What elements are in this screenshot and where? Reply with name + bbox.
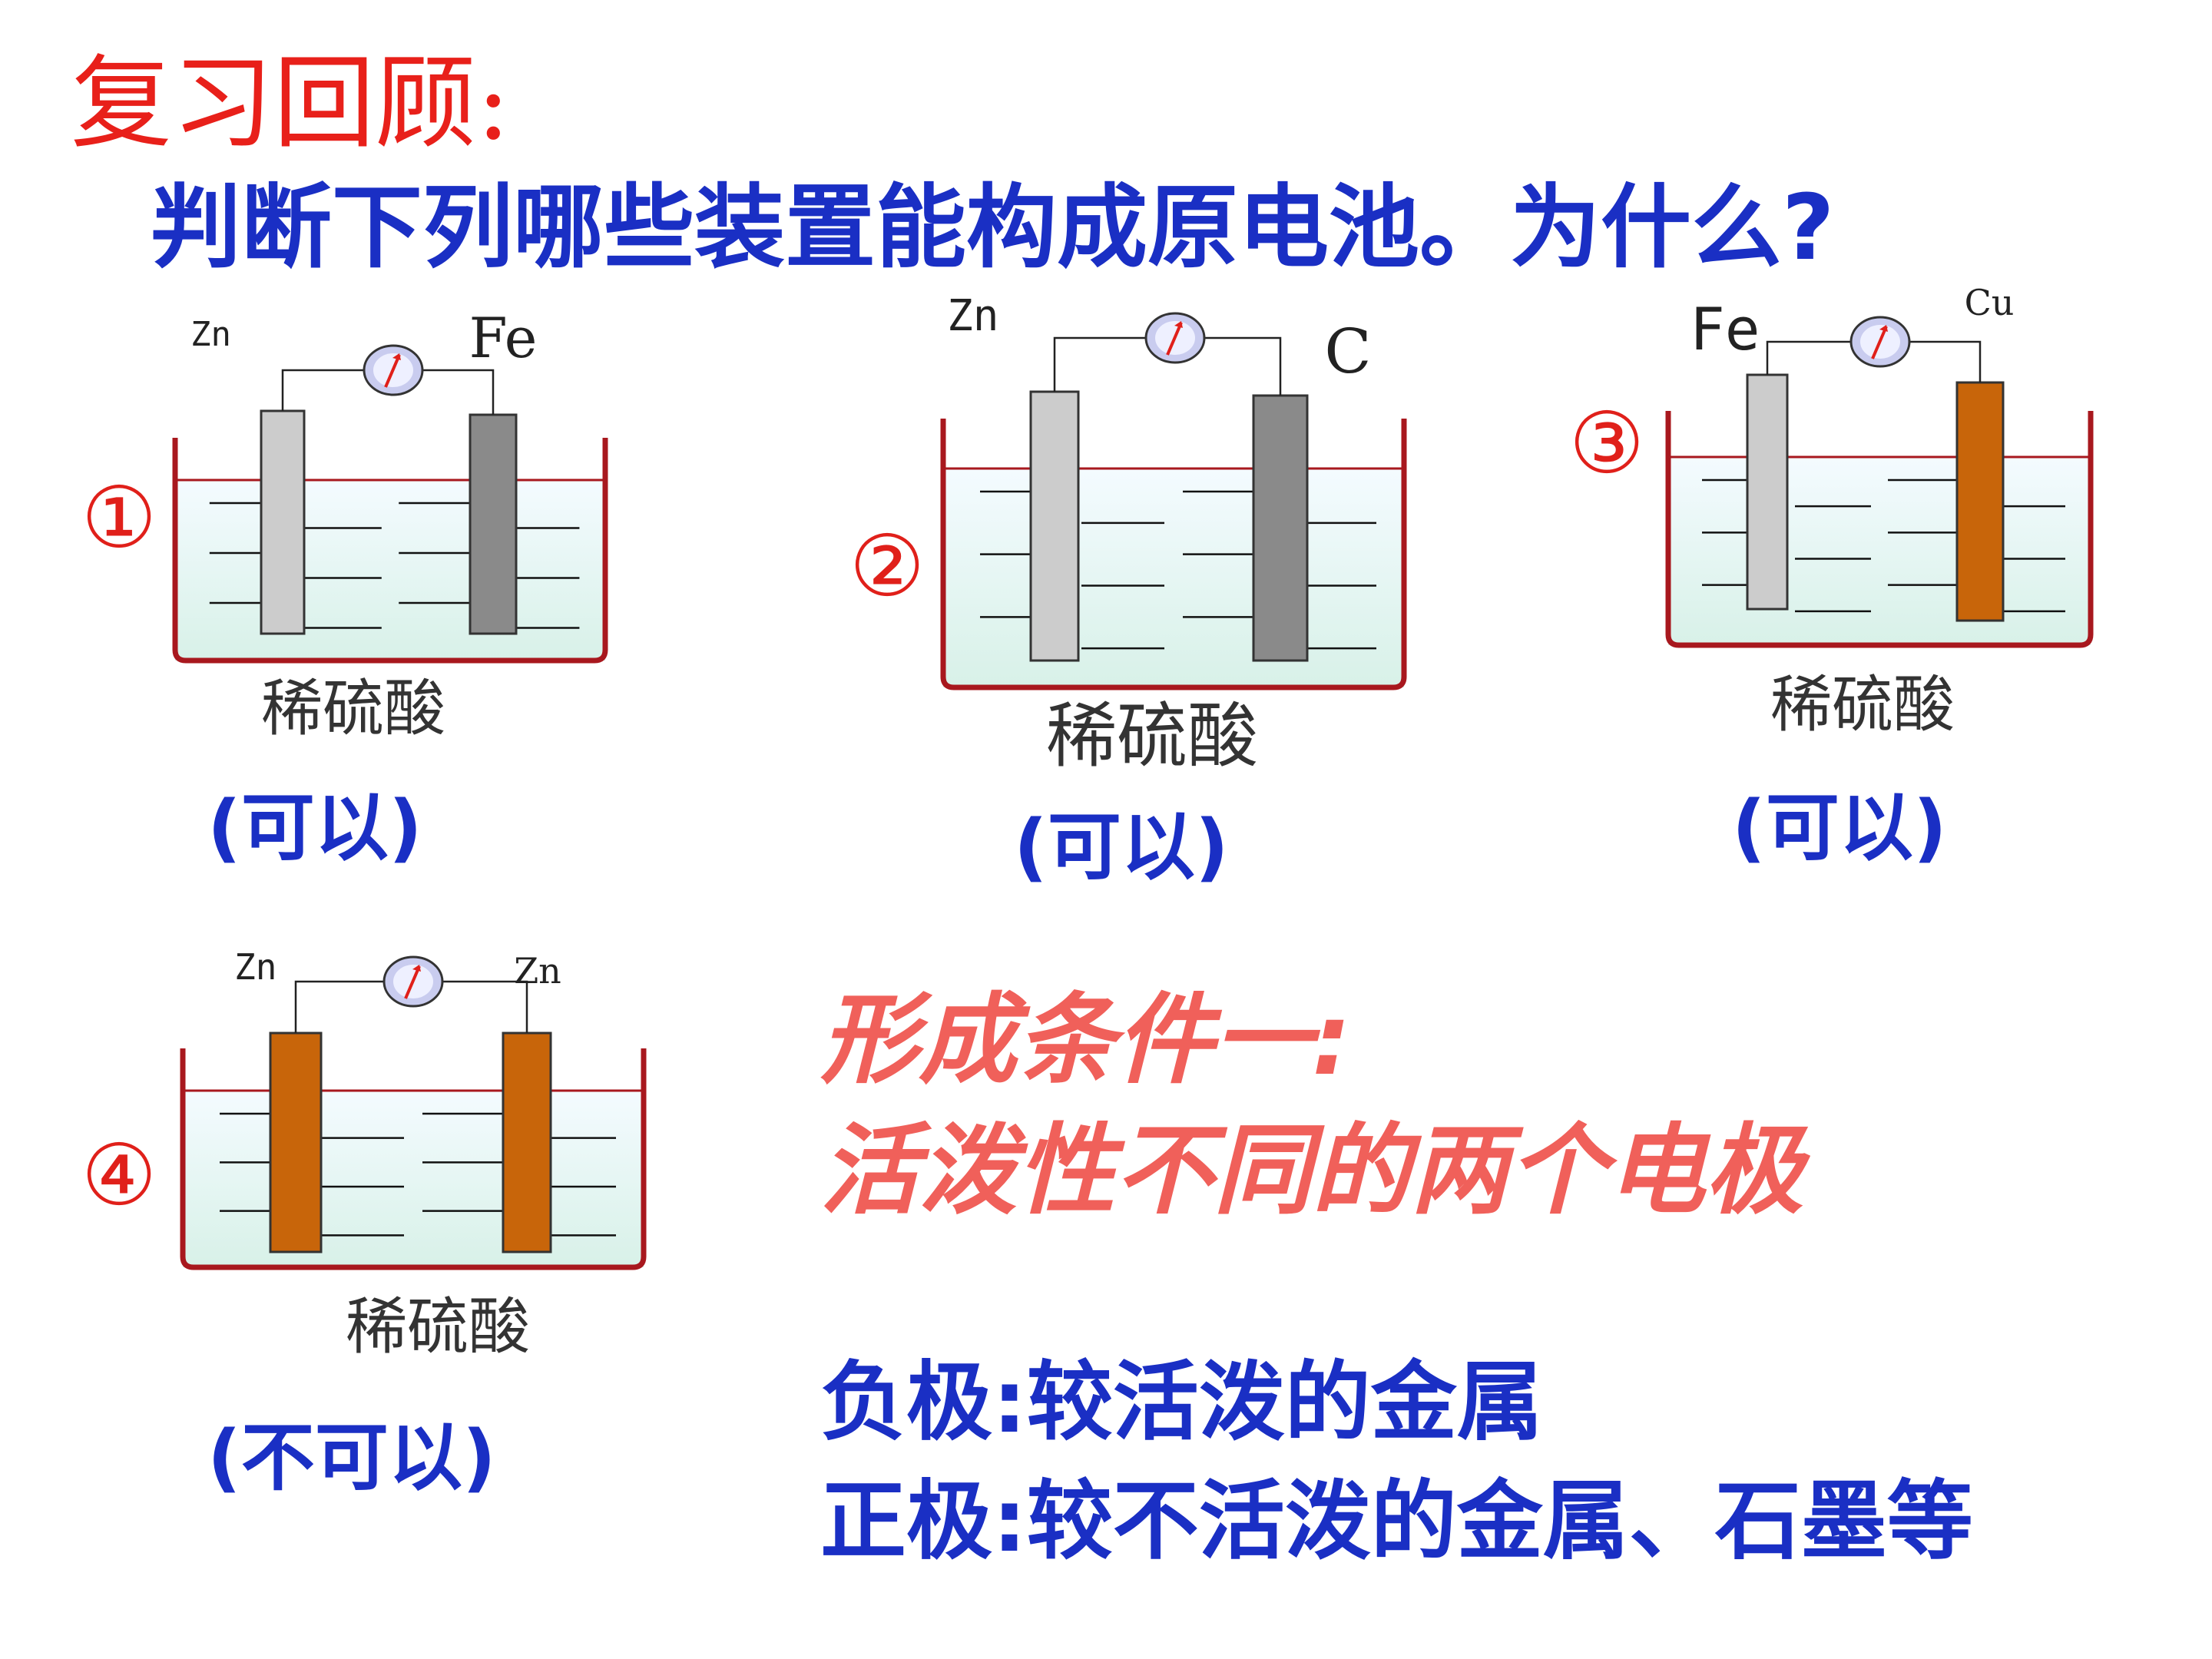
review-title: 复习回顾: [71, 45, 511, 163]
left-electrode-3 [1746, 373, 1789, 611]
ammeter-needle-4 [404, 965, 421, 999]
beaker-1 [172, 438, 608, 664]
left-electrode-label-3: Fe [1690, 295, 1760, 363]
ammeter-needle-2 [1166, 322, 1183, 356]
solution-2 [943, 469, 1404, 687]
wire-left-4 [294, 980, 386, 1033]
cell-number-1: ① [81, 469, 157, 567]
answer-2: (可以) [1014, 804, 1229, 890]
left-electrode-4 [269, 1031, 323, 1253]
ammeter-arrow-4 [412, 965, 421, 972]
condition-body: 活泼性不同的两个电极 [820, 1114, 1804, 1228]
cell-number-2: ② [849, 517, 926, 615]
solution-label-4: 稀硫酸 [346, 1291, 530, 1363]
left-electrode-label-2: Zn [947, 291, 998, 341]
solution-label-1: 稀硫酸 [261, 673, 445, 744]
ammeter-arrow-3 [1879, 325, 1888, 332]
wire-right-3 [1908, 340, 1982, 382]
beaker-2 [940, 419, 1407, 690]
wire-left-2 [1053, 336, 1147, 392]
beaker-3 [1665, 411, 2094, 648]
wire-right-1 [421, 369, 495, 415]
left-electrode-label-4: Zn [234, 946, 276, 988]
negative-pole-text: 负极:较活泼的金属 [820, 1353, 1543, 1452]
ammeter-arrow-1 [392, 353, 401, 360]
left-electrode-2 [1029, 390, 1080, 662]
positive-pole-text: 正极:较不活泼的金属、石墨等 [820, 1472, 1973, 1571]
right-electrode-2 [1252, 394, 1309, 662]
left-electrode-1 [260, 409, 306, 635]
beaker-4 [180, 1048, 647, 1270]
right-electrode-3 [1955, 381, 2005, 622]
wire-left-1 [281, 369, 366, 411]
solution-4 [183, 1091, 644, 1267]
solution-1 [175, 480, 605, 661]
right-electrode-label-1: Fe [469, 306, 538, 370]
ammeter-needle-3 [1871, 326, 1888, 359]
left-electrode-label-1: Zn [190, 315, 231, 354]
answer-4: (不可以) [207, 1415, 496, 1501]
solution-label-3: 稀硫酸 [1770, 669, 1955, 740]
wire-right-4 [441, 980, 528, 1033]
right-electrode-4 [502, 1031, 552, 1253]
ammeter-needle-1 [384, 354, 401, 388]
ammeter-arrow-2 [1174, 321, 1183, 328]
cell-number-3: ③ [1569, 394, 1645, 492]
wire-right-2 [1203, 336, 1282, 396]
right-electrode-label-3: Cu [1965, 282, 2015, 323]
right-electrode-label-4: Zn [514, 950, 561, 992]
condition-title: 形成条件一: [820, 983, 1352, 1098]
right-electrode-label-2: C [1324, 316, 1371, 387]
wire-left-3 [1766, 340, 1853, 375]
answer-1: (可以) [207, 785, 422, 871]
question-text: 判断下列哪些装置能构成原电池。为什么? [151, 174, 1835, 280]
right-electrode-1 [469, 413, 518, 635]
cell-number-4: ④ [81, 1126, 157, 1224]
solution-3 [1668, 457, 2091, 645]
answer-3: (可以) [1732, 785, 1947, 871]
solution-label-2: 稀硫酸 [1046, 695, 1258, 777]
